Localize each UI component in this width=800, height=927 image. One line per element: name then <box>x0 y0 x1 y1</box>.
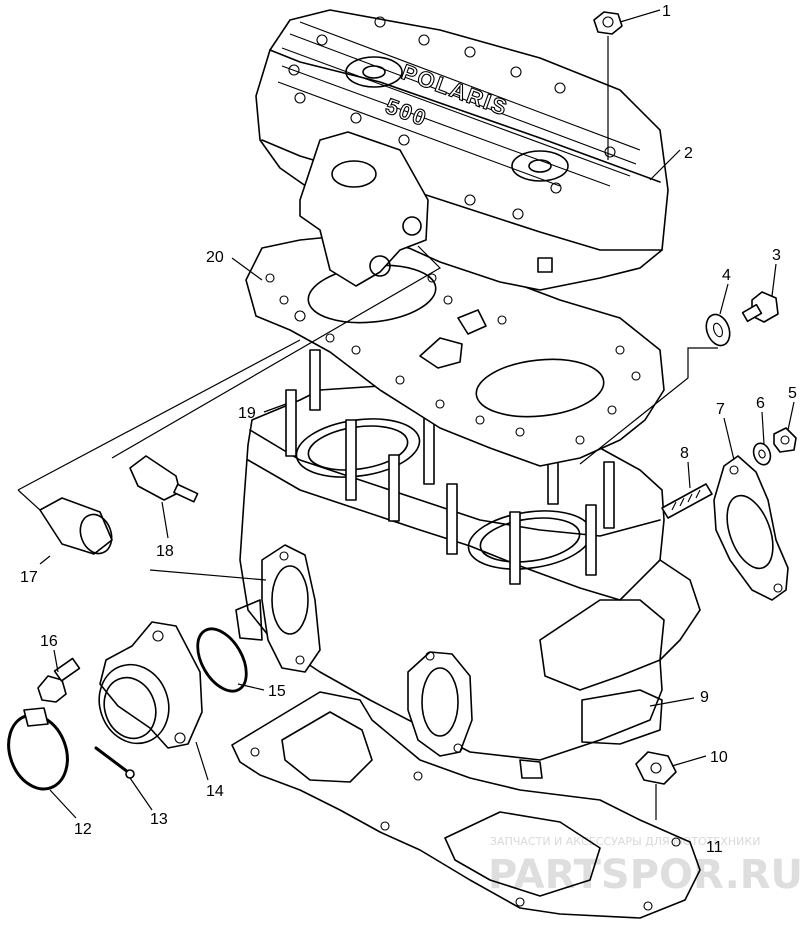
callout-1: 1 <box>662 3 671 20</box>
part-17-fitting <box>39 497 113 555</box>
callout-5: 5 <box>788 385 797 402</box>
callout-15: 15 <box>268 683 286 700</box>
callout-9: 9 <box>700 689 709 706</box>
cylinder-head: POLARIS 500 <box>255 9 669 291</box>
callout-19: 19 <box>238 405 256 422</box>
part-14-intake-flange <box>98 621 203 749</box>
part-3-bolt <box>741 291 779 323</box>
watermark-site: PARTSPOR.RU <box>488 852 800 898</box>
callout-17: 17 <box>20 569 38 586</box>
part-5-nut <box>773 427 797 453</box>
watermark: ЗАПЧАСТИ И АКСЕССУАРЫ ДЛЯ МОТОТЕХНИКИ PA… <box>488 835 800 898</box>
leader-14 <box>149 569 267 581</box>
callout-13: 13 <box>150 811 168 828</box>
leader-washer <box>579 347 718 465</box>
leader-17 <box>17 339 301 511</box>
watermark-tagline: ЗАПЧАСТИ И АКСЕССУАРЫ ДЛЯ МОТОТЕХНИКИ <box>490 835 760 848</box>
base-gasket <box>231 691 701 919</box>
callout-2: 2 <box>684 145 693 162</box>
part-13-screw <box>94 746 135 779</box>
callout-10: 10 <box>710 749 728 766</box>
part-7-exhaust-gasket <box>713 455 789 601</box>
callout-labels: 1 2 3 4 5 6 7 8 9 10 11 12 13 14 15 16 1… <box>20 3 797 856</box>
part-12-clamp <box>7 707 69 791</box>
part-18-sensor <box>129 455 199 503</box>
part-1-nut <box>593 11 623 160</box>
leader-18 <box>111 245 441 459</box>
callout-16: 16 <box>40 633 58 650</box>
callout-leaders <box>39 9 795 819</box>
callout-8: 8 <box>680 445 689 462</box>
part-4-washer <box>705 313 731 347</box>
callout-7: 7 <box>716 401 725 418</box>
callout-6: 6 <box>756 395 765 412</box>
callout-11: 11 <box>706 839 723 856</box>
callout-4: 4 <box>722 267 731 284</box>
callout-18: 18 <box>156 543 174 560</box>
part-16-bolt <box>37 657 81 703</box>
cylinder-block <box>235 385 701 779</box>
callout-3: 3 <box>772 247 781 264</box>
callout-12: 12 <box>74 821 92 838</box>
callout-20: 20 <box>206 249 224 266</box>
studs <box>285 349 615 585</box>
part-8-stud <box>661 483 713 519</box>
part-10-nut <box>635 751 677 820</box>
part-6-washer <box>752 442 772 466</box>
callout-14: 14 <box>206 783 224 800</box>
part-15-o-ring <box>196 627 248 693</box>
